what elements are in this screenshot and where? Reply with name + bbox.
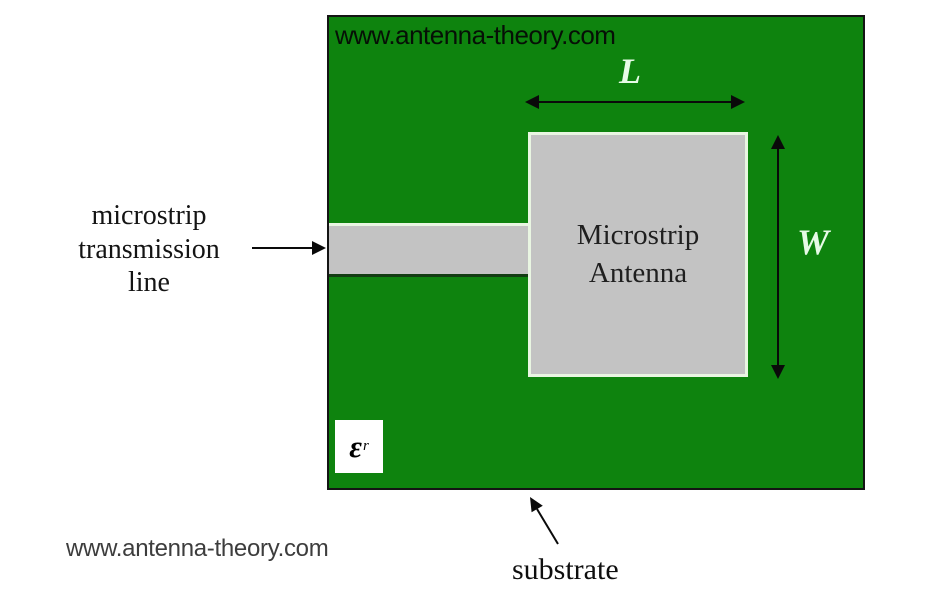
feed-label-line2: transmission <box>78 233 220 265</box>
substrate-label: substrate <box>512 553 619 586</box>
feed-label-line1: microstrip <box>91 200 207 231</box>
width-label: W <box>797 222 830 262</box>
feed-line-label: microstrip transmission line <box>45 199 253 300</box>
watermark-bottom-text: www.antenna-theory.com <box>66 535 329 562</box>
watermark-top-text: www.antenna-theory.com <box>335 20 616 50</box>
epsilon-symbol: ε <box>349 429 362 464</box>
feed-label-line3: line <box>128 267 170 299</box>
width-dimension-arrow <box>771 135 785 379</box>
patch-label-line2: Antenna <box>588 256 688 289</box>
patch-rect: Microstrip Antenna <box>528 132 748 377</box>
epsilon-subscript: r <box>362 438 369 454</box>
feed-pointer-arrow <box>252 241 326 255</box>
patch-label: Microstrip Antenna <box>577 217 699 292</box>
substrate-rect: www.antenna-theory.com L Microstrip Ante… <box>327 15 865 490</box>
patch-label-line1: Microstrip <box>576 218 700 251</box>
length-label: L <box>619 51 641 91</box>
substrate-pointer-arrow <box>530 497 559 545</box>
feed-line-rect <box>329 223 528 277</box>
length-dimension-arrow <box>525 95 745 109</box>
